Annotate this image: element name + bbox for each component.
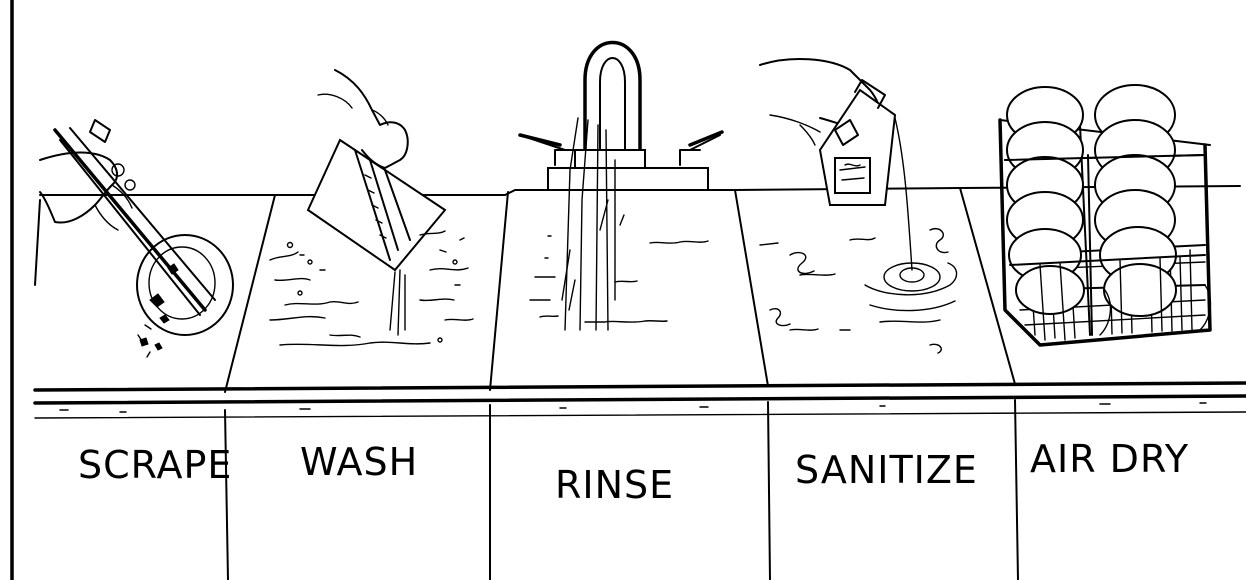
air-dry-illustration (998, 84, 1212, 347)
station-label-sanitize: SANITIZE (795, 448, 978, 492)
station-label-air-dry: AIR DRY (1030, 437, 1189, 481)
station-label-rinse: RINSE (555, 463, 674, 507)
counter-top (33, 185, 1246, 419)
sanitizer-ripples (759, 228, 958, 354)
wash-illustration (269, 69, 474, 347)
sanitizer-bottle-icon (818, 79, 897, 206)
water-stream (561, 117, 616, 331)
detergent-box-icon (306, 138, 447, 272)
station-label-scrape: SCRAPE (78, 443, 232, 487)
station-label-wash: WASH (300, 440, 418, 484)
sanitize-illustration (759, 57, 958, 354)
scrape-illustration (39, 119, 234, 358)
soap-suds (269, 230, 474, 347)
plate-icon (136, 234, 234, 336)
faucet-icon (518, 40, 724, 191)
dish-rack-icon (998, 84, 1212, 347)
rinse-illustration (518, 40, 724, 331)
scraper-icon (53, 119, 216, 316)
station-dividers (34, 187, 1019, 580)
